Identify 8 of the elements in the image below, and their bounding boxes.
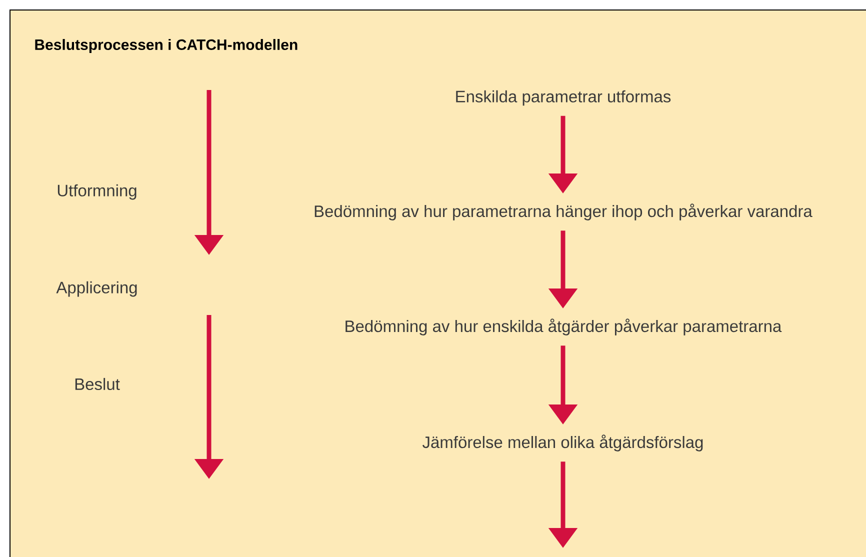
phase-label: Beslut [75,378,120,390]
step-text: Jämförelse mellan olika åtgärdsförslag [422,434,703,452]
phase-label: Utformning [58,184,136,200]
title: Beslutsprocessen i CATCH-modellen [35,39,298,53]
step-text: Enskilda parametrar utformas [456,90,671,106]
step-text: Bedömning av hur parametrarna hänger ihop och påverkar varandra [314,204,812,220]
phase-label: Applicering [56,281,137,297]
step-text: Bedömning av hur enskilda åtgärder påverkar parametrarna [346,318,782,336]
